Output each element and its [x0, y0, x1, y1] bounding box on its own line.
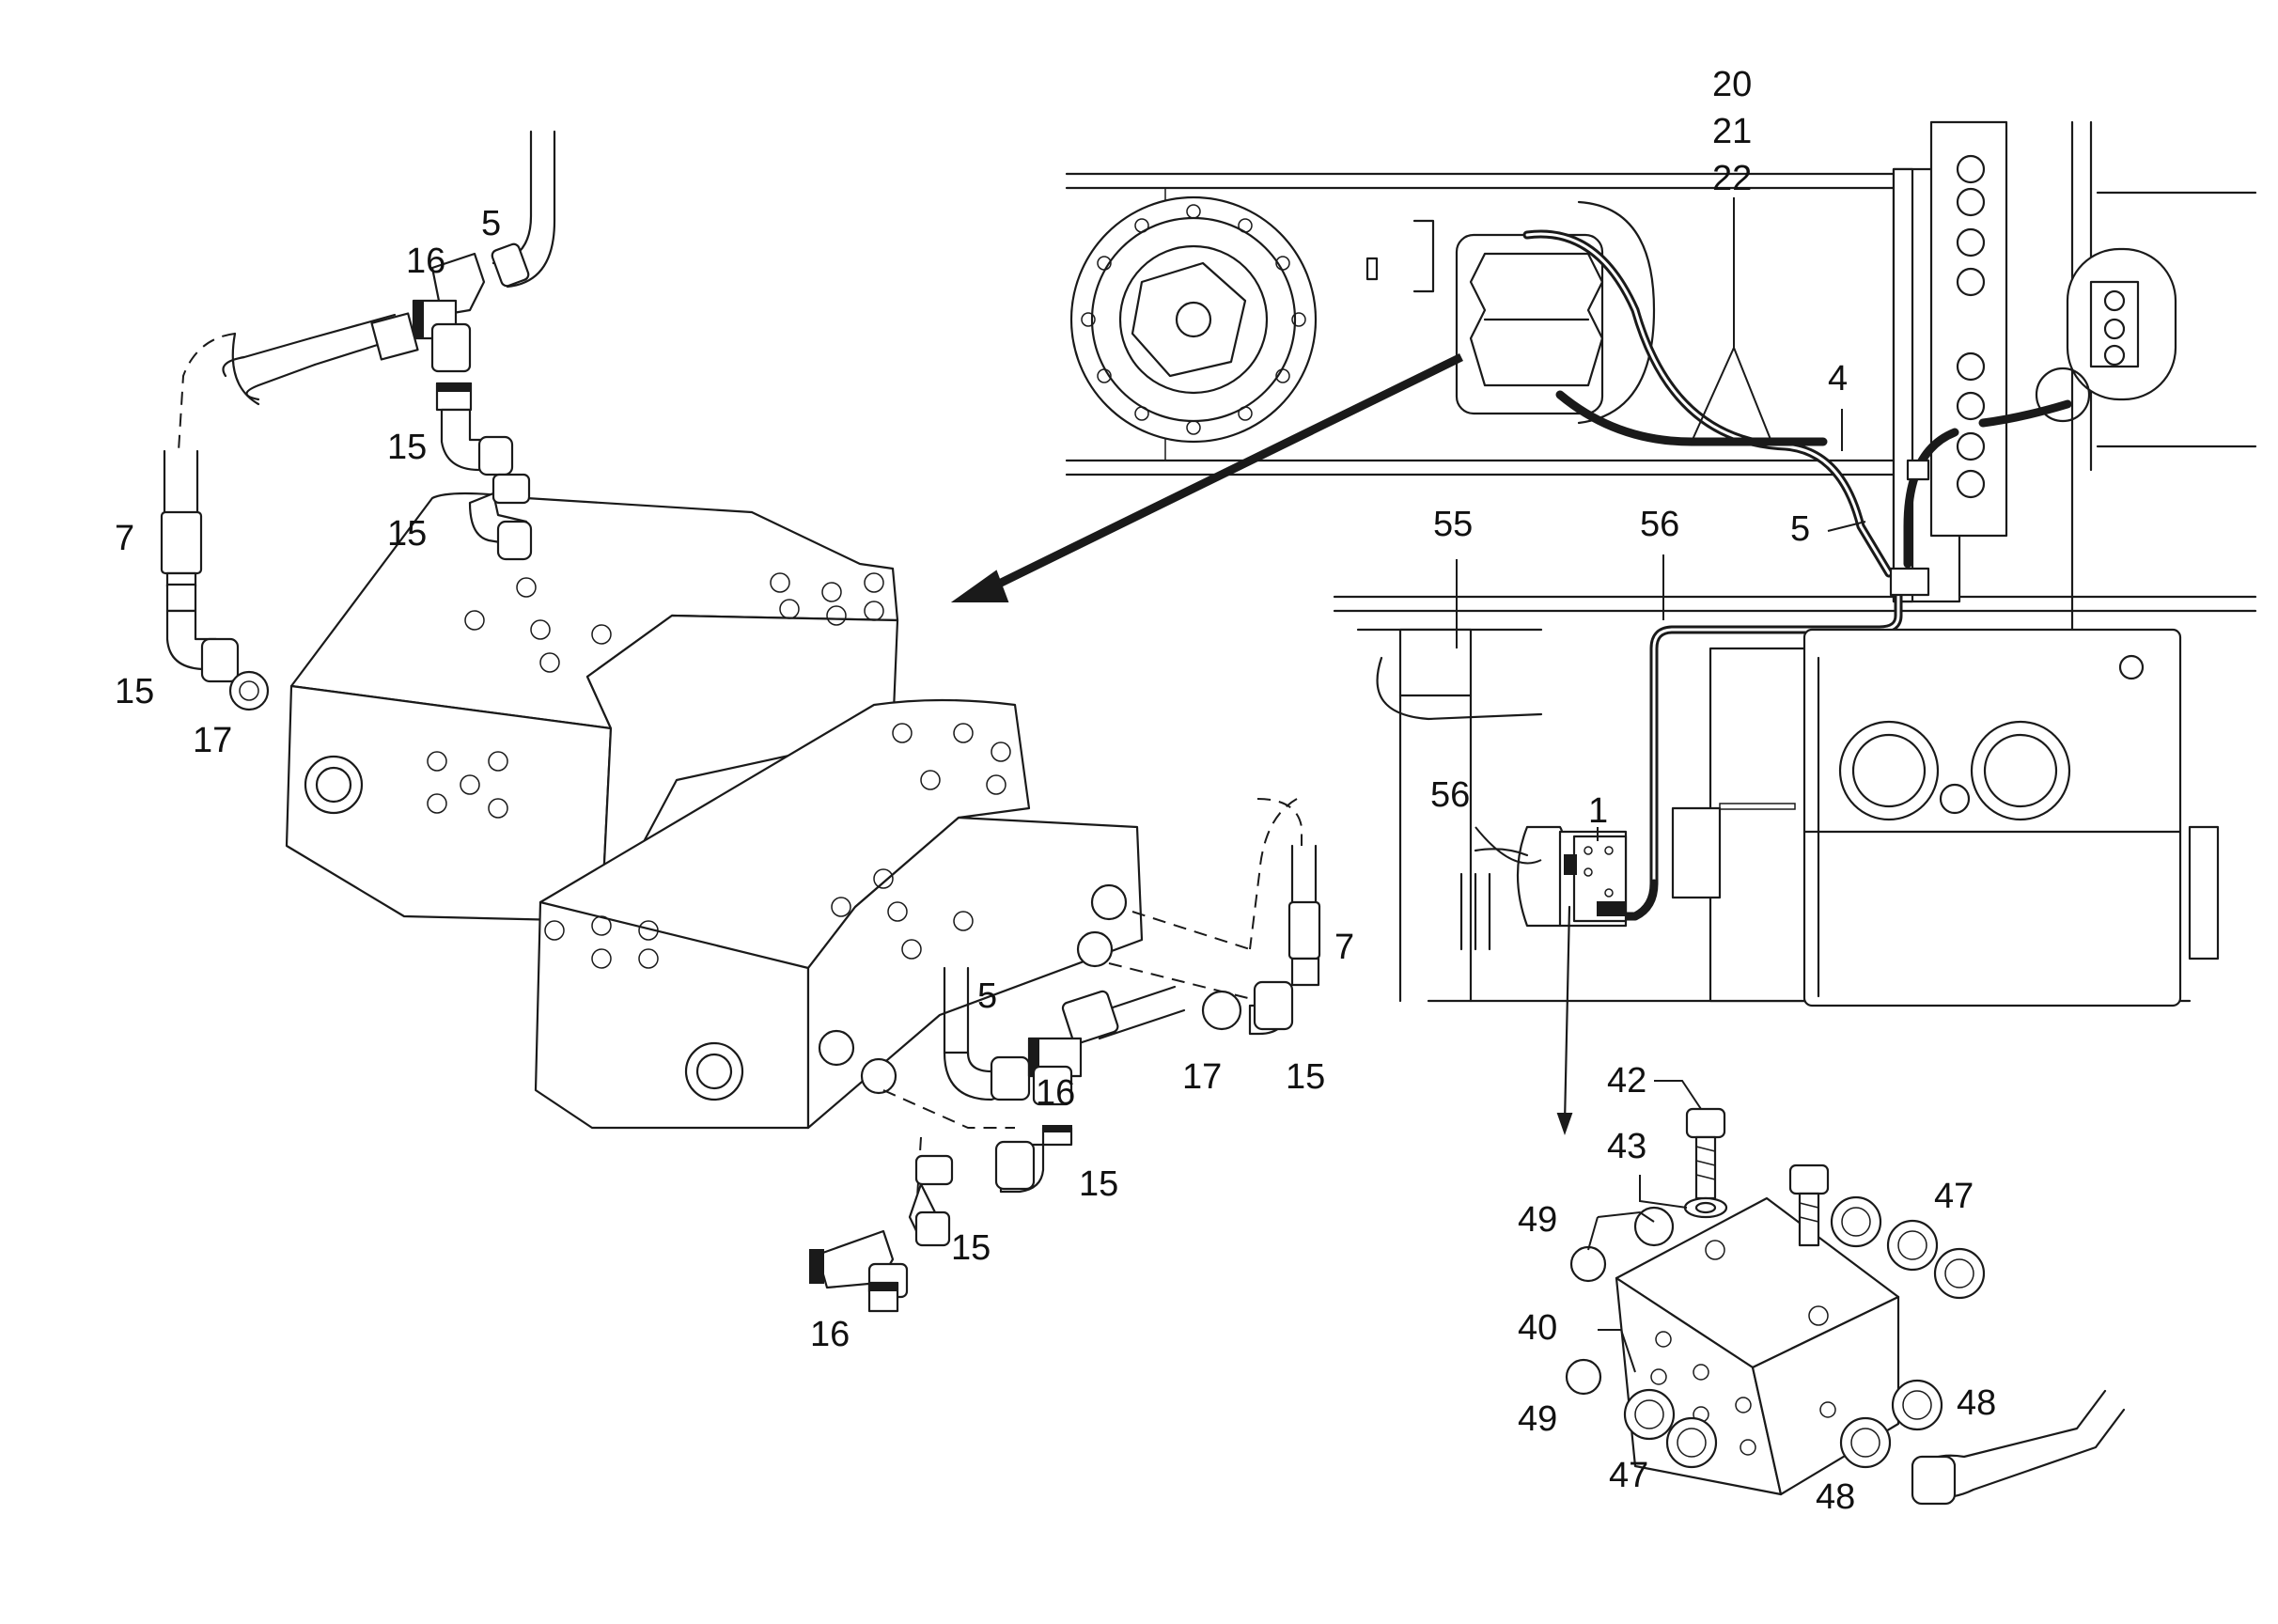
callout-22: 22	[1712, 159, 1752, 198]
mid-hose-assembly	[943, 966, 1186, 1106]
assembly-lines	[178, 333, 1298, 1213]
valve-block-plugs	[1623, 1195, 2126, 1506]
upper-plate-holes	[427, 572, 884, 819]
wheel-hub	[1069, 195, 1318, 444]
roller-stack	[1929, 120, 2177, 538]
lower-equipment	[1356, 628, 2220, 1007]
manifold-plate-upper	[285, 492, 899, 923]
manifold-housing	[1455, 200, 1656, 425]
callout-47-bot: 47	[1609, 1456, 1648, 1495]
frame-hoses	[1522, 229, 2091, 921]
bottom-fittings	[809, 1125, 1073, 1313]
callout-20: 20	[1712, 65, 1752, 104]
manifold-plate-lower	[534, 698, 1144, 1130]
lower-plate-holes	[544, 723, 1011, 969]
callout-17-mid: 17	[1182, 1057, 1222, 1097]
top-hose-assembly	[222, 130, 556, 406]
callout-17-left: 17	[193, 721, 232, 760]
callout-16-mid: 16	[1036, 1073, 1075, 1113]
callout-15-a: 15	[387, 428, 427, 467]
left-hose-assembly	[160, 449, 270, 711]
callout-16-bot: 16	[810, 1315, 850, 1354]
callout-15-low: 15	[1079, 1164, 1118, 1204]
callout-15-mid: 15	[1286, 1057, 1325, 1097]
callout-42: 42	[1607, 1061, 1646, 1101]
valve-block-small	[1564, 835, 1628, 923]
elbow-fittings-top	[435, 382, 533, 561]
callout-21: 21	[1712, 112, 1752, 151]
callout-16-top: 16	[406, 242, 445, 281]
callout-48-right: 48	[1957, 1383, 1996, 1423]
callout-5-right: 5	[1790, 509, 1810, 549]
callout-5-mid: 5	[977, 976, 997, 1016]
callout-15-left: 15	[115, 672, 154, 711]
callout-47-top: 47	[1934, 1177, 1974, 1216]
lower-plate-ports	[818, 883, 1128, 1095]
right-hose-assembly	[1201, 798, 1321, 1036]
callout-7-left: 7	[115, 519, 134, 558]
callout-56-left: 56	[1430, 775, 1470, 815]
callout-49-top: 49	[1518, 1200, 1557, 1240]
callout-43: 43	[1607, 1127, 1646, 1166]
valve-block-exploded	[1615, 1196, 1900, 1496]
leader-lines	[1456, 197, 1866, 1373]
callout-7-right: 7	[1334, 928, 1354, 967]
callout-labels: 20 21 22 4 5 55 56 56 1 5 16 15 15 7 15 …	[115, 65, 1996, 1517]
callout-56-top: 56	[1640, 505, 1679, 544]
callout-55: 55	[1433, 505, 1473, 544]
callout-49-bot: 49	[1518, 1399, 1557, 1439]
hub-bolts	[1081, 204, 1306, 435]
detail-arrow	[950, 352, 1463, 602]
callout-40: 40	[1518, 1308, 1557, 1348]
callout-5-top: 5	[481, 204, 501, 243]
callout-1: 1	[1588, 791, 1608, 831]
callout-4: 4	[1828, 359, 1848, 398]
callout-15-b: 15	[387, 514, 427, 554]
callout-48-bot: 48	[1816, 1477, 1855, 1517]
callout-15-bot: 15	[951, 1228, 991, 1268]
